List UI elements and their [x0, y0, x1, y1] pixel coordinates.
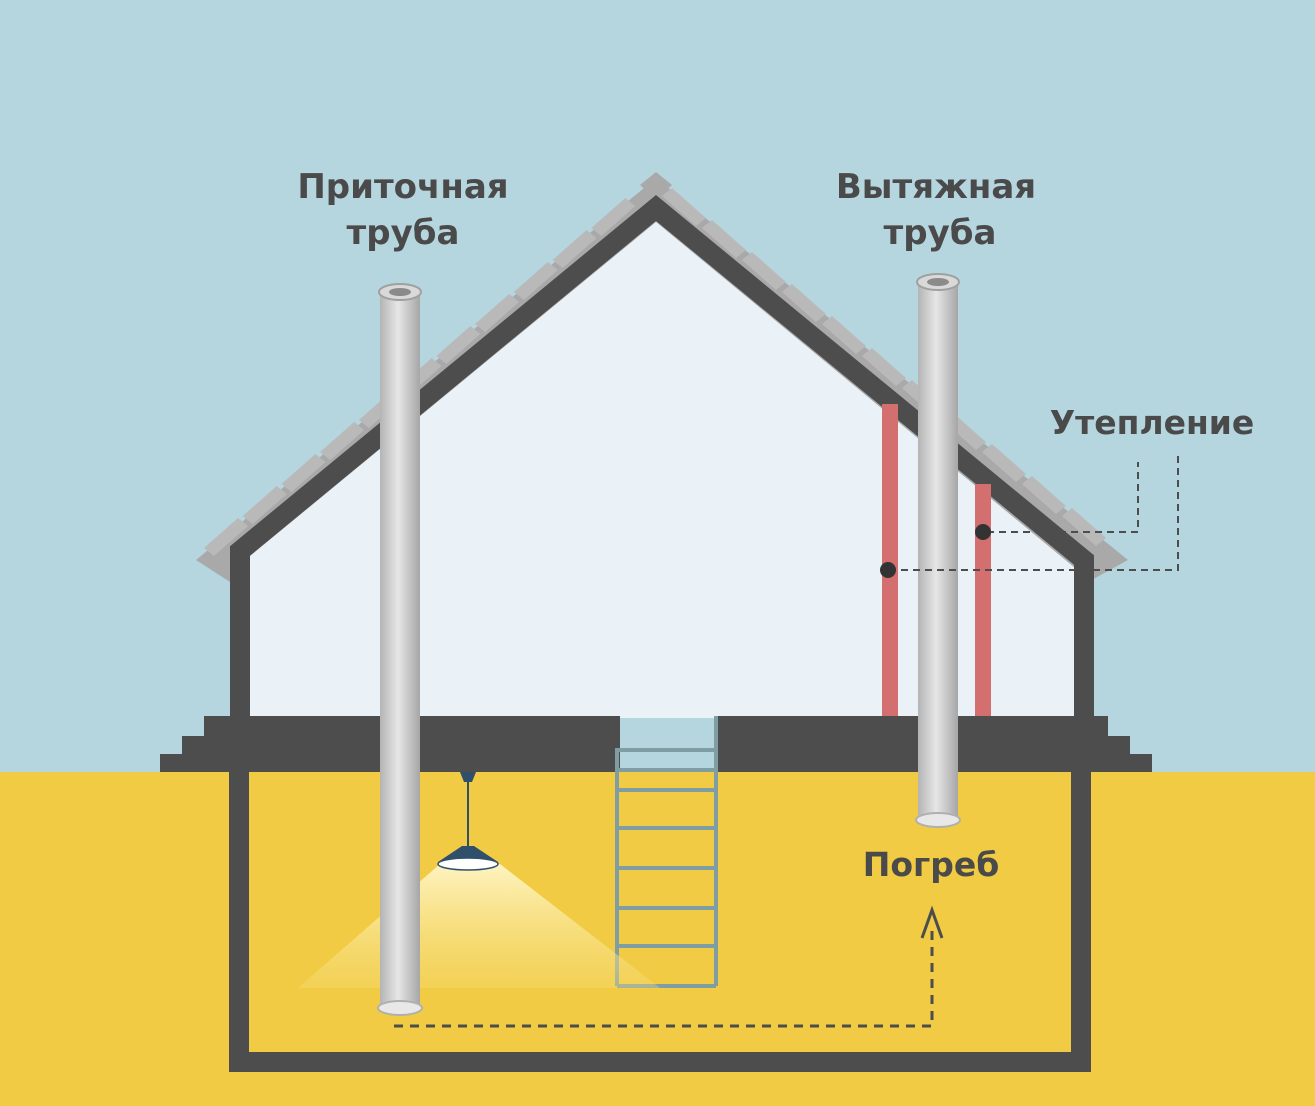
ceiling-lamp — [437, 772, 499, 871]
roof-tile — [702, 220, 746, 258]
roof-tile — [513, 262, 558, 300]
roof-tile — [204, 518, 248, 556]
insulation-marker-dot-left — [880, 562, 896, 578]
roof-tile — [281, 454, 326, 492]
roof-tile — [475, 294, 520, 332]
roof-tile — [1062, 508, 1106, 546]
roof-tile — [591, 198, 636, 236]
exhaust-pipe-label-line2: труба — [884, 213, 997, 253]
insulation-layer-right — [975, 484, 991, 718]
roof-tile — [1022, 476, 1066, 514]
supply-pipe-label-line1: Приточная — [297, 167, 508, 207]
attic-interior — [250, 222, 1075, 718]
roof-tile — [320, 422, 365, 460]
roof-tile — [552, 230, 597, 268]
cellar-label: Погреб — [863, 845, 1000, 884]
roof-tiles — [196, 172, 1128, 582]
ladder — [615, 716, 718, 988]
roof-tile — [982, 444, 1026, 482]
supply-pipe-label-line2: труба — [347, 213, 460, 253]
roof-tile — [782, 284, 826, 322]
roof-tile — [822, 316, 866, 354]
insulation-leader-lines — [889, 456, 1179, 571]
roof-tile — [862, 348, 906, 386]
roof-outline — [230, 195, 1094, 718]
airflow-arrow — [394, 905, 944, 1028]
exhaust-pipe-label-line1: Вытяжная — [836, 167, 1036, 207]
roof-tile — [436, 326, 481, 364]
exhaust-pipe — [915, 273, 961, 828]
supply-pipe — [377, 283, 423, 1016]
insulation-label: Утепление — [1050, 403, 1255, 442]
cellar-walls — [229, 772, 1091, 1072]
roof-tile — [742, 252, 786, 290]
insulation-layer-left — [882, 404, 898, 718]
roof-tile — [662, 188, 706, 226]
insulation-marker-dot-right — [975, 524, 991, 540]
roof-tile — [242, 486, 287, 524]
